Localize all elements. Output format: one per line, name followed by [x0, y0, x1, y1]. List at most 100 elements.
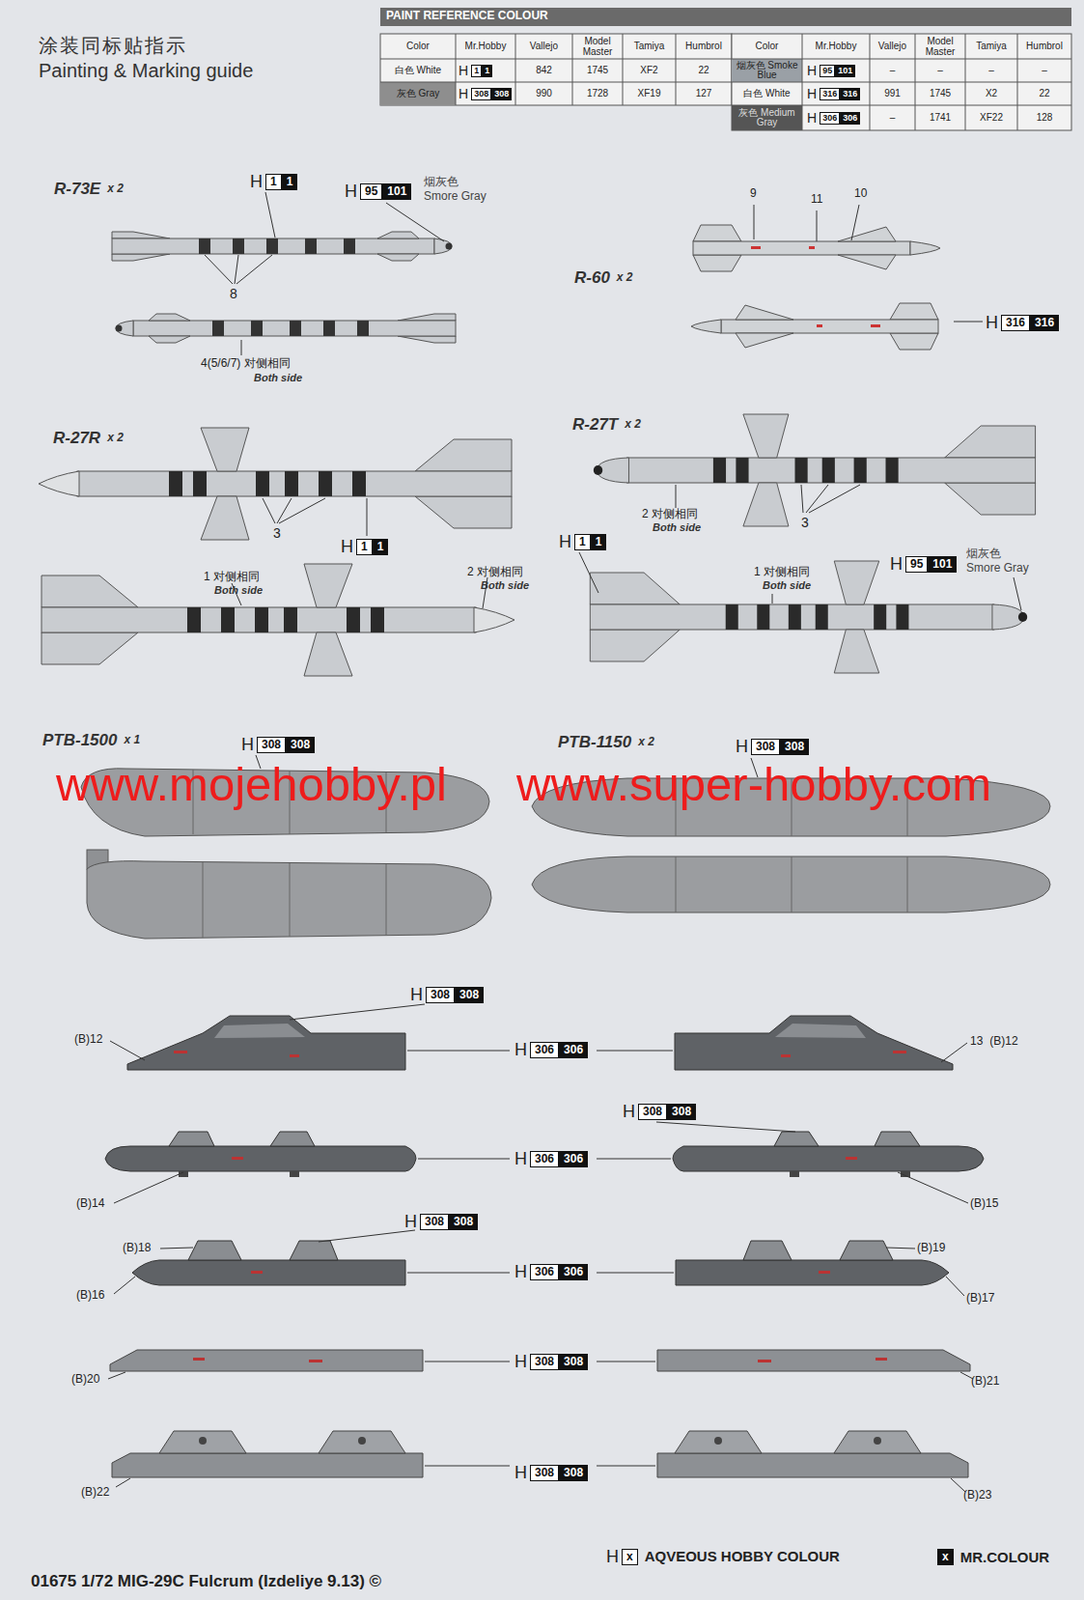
missiles	[115, 313, 457, 343]
footer-note: MR.COLOUR	[960, 1548, 1051, 1565]
missiles	[691, 303, 939, 350]
table-cell: Humbrol	[675, 34, 732, 59]
leader-lines	[753, 204, 983, 322]
side-note: Both side	[652, 521, 701, 534]
table-heading: PAINT REFERENCE COLOUR	[386, 9, 549, 24]
callout-number: (B)16	[76, 1288, 105, 1303]
paint-prefix: H	[558, 531, 572, 552]
colour-note: 烟灰色	[966, 547, 1001, 561]
paint-code-chip: 306	[529, 1263, 559, 1280]
table-cell: Model Master	[572, 34, 623, 59]
table-cell: Mr.Hobby	[802, 34, 870, 59]
paint-code-chip: 316	[1000, 314, 1030, 332]
table-cell: 白色 White	[731, 82, 803, 106]
watermark: www.super-hobby.com	[516, 758, 992, 811]
paint-code-chip: x	[937, 1548, 954, 1565]
paint-code-chip: 308	[471, 87, 492, 101]
missiles	[593, 457, 630, 483]
paint-code-chip: 306	[839, 111, 861, 125]
table-cell: 127	[675, 82, 732, 106]
pylons	[127, 1015, 406, 1070]
paint-prefix: H	[806, 85, 817, 102]
paint-prefix: H	[889, 554, 903, 574]
callout-number: (B)21	[971, 1374, 1000, 1389]
callout-number: (B)20	[71, 1372, 100, 1387]
callout-number: 9	[750, 187, 757, 201]
table-cell: 22	[1017, 82, 1072, 106]
side-note: Both side	[214, 583, 263, 597]
leader-lines	[241, 192, 445, 356]
table-cell: Color	[731, 34, 803, 59]
table-cell: Model Master	[915, 34, 966, 59]
colour-note: Smore Gray	[966, 561, 1029, 576]
paint-prefix: H	[985, 312, 999, 333]
missiles	[589, 560, 1028, 673]
table-cell: 烟灰色 Smoke Blue	[731, 58, 803, 83]
paint-code-chip: 308	[529, 1464, 559, 1481]
callout-number: 11	[810, 193, 823, 207]
colour-note: 烟灰色	[423, 175, 459, 190]
leader-lines	[110, 1003, 968, 1062]
paint-table	[380, 7, 1072, 27]
callout-number: (B)22	[81, 1485, 110, 1500]
callout-number: 13	[970, 1034, 983, 1049]
missiles	[589, 560, 995, 673]
table-cell: 1741	[915, 105, 966, 131]
paint-prefix: H	[735, 736, 749, 756]
table-cell: 842	[515, 58, 573, 83]
paint-table	[731, 105, 803, 131]
paint-prefix: H	[514, 1462, 528, 1482]
paint-prefix: H	[806, 62, 817, 79]
callout-number: (B)14	[76, 1196, 105, 1211]
paint-code-chip: 308	[256, 736, 286, 753]
table-cell: Humbrol	[1017, 34, 1072, 59]
caption: 01675 1/72 MIG-29C Fulcrum (Izdeliye 9.1…	[30, 1571, 382, 1591]
callout-number: (B)15	[970, 1196, 999, 1211]
paint-code-chip: 1	[372, 538, 390, 556]
paint-code-chip: 308	[750, 738, 780, 755]
missiles	[41, 563, 515, 676]
callout-number: 10	[854, 187, 867, 201]
paint-code-chip: 95	[360, 183, 383, 200]
callout-number: (B)19	[917, 1241, 946, 1255]
callout-number: 3	[801, 514, 809, 530]
table-cell: 990	[515, 82, 573, 106]
table-cell: –	[869, 105, 916, 131]
table-cell: 灰色 Medium Gray	[731, 105, 803, 131]
pylons	[132, 1240, 406, 1285]
weapon-name: R-27R	[53, 428, 101, 448]
paint-code-chip: 306	[558, 1041, 588, 1058]
table-cell: 1728	[572, 82, 623, 106]
fuel-tanks	[86, 861, 492, 939]
quantity-label: x 2	[616, 271, 634, 285]
paint-prefix: H	[458, 85, 469, 102]
paint-code-chip: 95	[905, 555, 928, 573]
pylons	[105, 1131, 417, 1177]
missiles	[77, 427, 512, 540]
table-cell: 22	[675, 58, 732, 83]
paint-prefix: H	[514, 1148, 528, 1168]
paint-code-chip: 308	[529, 1353, 559, 1370]
paint-code-chip: 1	[356, 538, 373, 556]
pylons	[110, 1349, 423, 1371]
weapon-name: PTB-1500	[42, 730, 117, 751]
paint-prefix: H	[514, 1261, 528, 1281]
callout-number: (B)17	[966, 1291, 995, 1306]
leader-lines	[675, 484, 861, 513]
paint-code-chip: 308	[425, 986, 455, 1003]
table-cell: Vallejo	[515, 34, 573, 59]
paint-code-chip: 306	[558, 1150, 588, 1168]
callout-number: 1 对侧相同	[753, 565, 810, 580]
pylons	[657, 1349, 971, 1371]
callout-number: 2 对侧相同	[467, 565, 524, 580]
paint-prefix: H	[340, 536, 354, 556]
missiles	[627, 414, 1036, 527]
side-note: Both side	[480, 579, 529, 592]
table-cell: 灰色 Gray	[380, 82, 456, 106]
missiles	[992, 604, 1028, 630]
table-cell: –	[965, 58, 1018, 83]
missiles	[473, 607, 515, 633]
table-cell: XF2	[622, 58, 676, 83]
table-cell: 128	[1017, 105, 1072, 131]
callout-number: (B)12	[74, 1032, 103, 1047]
